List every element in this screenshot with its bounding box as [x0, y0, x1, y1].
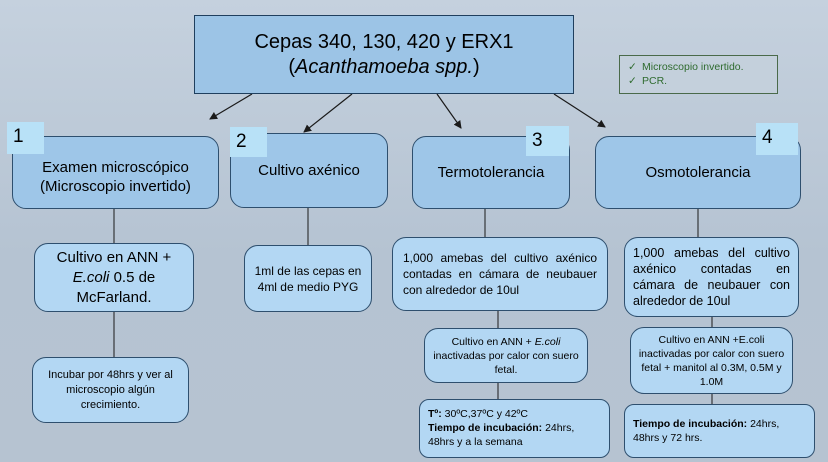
branch-4-header: Osmotolerancia: [595, 136, 801, 209]
branch-4-time-value: 24hrs, 48hrs y 72 hrs.: [633, 418, 780, 444]
branch-4-step-1-text: 1,000 amebas del cultivo axénico contada…: [633, 246, 790, 308]
legend-item-label: PCR.: [642, 75, 668, 87]
title-line2: (Acanthamoeba spp.): [288, 55, 479, 80]
legend-item-label: Microscopio invertido.: [642, 61, 744, 73]
branch-4-number: 4: [756, 123, 798, 155]
branch-3-step-2: Cultivo en ANN + E.coli inactivadas por …: [424, 328, 588, 383]
branch-3-time-label: Tiempo de incubación:: [428, 422, 543, 434]
branch-2-number: 2: [230, 127, 267, 157]
title-species: Acanthamoeba spp.: [295, 55, 473, 78]
branch-2-label: Cultivo axénico: [258, 162, 360, 179]
arrow-to-branch-2: [303, 93, 353, 133]
branch-3-header: Termotolerancia: [412, 136, 570, 209]
branch-1-step-2: Incubar por 48hrs y ver al microscopio a…: [32, 357, 189, 423]
legend-item: ✓ Microscopio invertido.: [628, 60, 777, 74]
arrow-to-branch-3: [436, 93, 462, 129]
branch-2-step-1-text: 1ml de las cepas en 4ml de medio PYG: [254, 263, 362, 294]
check-icon: ✓: [628, 75, 637, 87]
branch-3-step-2-italic: E.coli: [534, 335, 561, 348]
branch-4-step-3: Tiempo de incubación: 24hrs, 48hrs y 72 …: [624, 404, 815, 458]
branch-1-label-line1: Examen microscópico: [42, 158, 189, 176]
arrow-to-branch-4: [553, 93, 606, 128]
branch-3-step-1-text: 1,000 amebas del cultivo axénico contada…: [403, 251, 597, 297]
branch-1-step-1: Cultivo en ANN + E.coli 0.5 de McFarland…: [34, 243, 194, 312]
branch-1-step-1-line3: McFarland.: [76, 288, 152, 306]
branch-2-step-1: 1ml de las cepas en 4ml de medio PYG: [244, 245, 372, 312]
branch-3-step-3-text: Tº: 30ºC,37ºC y 42ºC Tiempo de incubació…: [428, 407, 601, 449]
branch-1-step-1-line1: Cultivo en ANN +: [56, 248, 172, 266]
branch-3-temp-value: 30ºC,37ºC y 42ºC: [444, 408, 528, 420]
legend-item: ✓ PCR.: [628, 74, 777, 88]
branch-1-step-1-line2: E.coli 0.5 de: [73, 268, 156, 288]
branch-3-step-1: 1,000 amebas del cultivo axénico contada…: [392, 237, 608, 311]
branch-4-label: Osmotolerancia: [645, 164, 751, 181]
check-icon: ✓: [628, 61, 637, 73]
branch-4-step-2-text: Cultivo en ANN +E.coli inactivadas por c…: [638, 333, 785, 388]
branch-3-label: Termotolerancia: [437, 164, 545, 181]
branch-3-time-value: 24hrs, 48hrs y a la semana: [428, 422, 575, 448]
arrow-to-branch-1: [209, 93, 253, 120]
title-close-paren: ): [472, 55, 480, 78]
title-open-paren: (: [288, 55, 296, 78]
title-box: Cepas 340, 130, 420 y ERX1 (Acanthamoeba…: [194, 15, 574, 94]
branch-3-number: 3: [526, 126, 569, 156]
branch-3-step-2-line1: Cultivo en ANN + E.coli: [452, 335, 561, 349]
branch-3-step-3: Tº: 30ºC,37ºC y 42ºC Tiempo de incubació…: [419, 399, 610, 458]
branch-1-step-2-text: Incubar por 48hrs y ver al microscopio a…: [48, 368, 173, 411]
branch-3-step-2-post: inactivadas por calor con suero fetal.: [433, 349, 579, 376]
title-line1: Cepas 340, 130, 420 y ERX1: [254, 30, 514, 53]
branch-1-step-1-post: 0.5 de: [113, 268, 156, 286]
techniques-legend: ✓ Microscopio invertido. ✓ PCR.: [619, 55, 778, 94]
branch-1-step-1-italic: E.coli: [72, 268, 110, 286]
branch-3-step-2-pre: Cultivo en ANN +: [451, 335, 532, 348]
branch-4-step-1: 1,000 amebas del cultivo axénico contada…: [624, 237, 799, 317]
branch-4-step-3-text: Tiempo de incubación: 24hrs, 48hrs y 72 …: [633, 417, 806, 445]
branch-4-time-label: Tiempo de incubación:: [633, 418, 748, 430]
branch-4-step-2: Cultivo en ANN +E.coli inactivadas por c…: [630, 327, 793, 394]
branch-3-temp-label: Tº:: [428, 408, 442, 420]
branch-1-header: Examen microscópico (Microscopio inverti…: [12, 136, 219, 209]
branch-1-number: 1: [7, 122, 44, 154]
branch-1-label-line2: (Microscopio invertido): [40, 177, 191, 195]
